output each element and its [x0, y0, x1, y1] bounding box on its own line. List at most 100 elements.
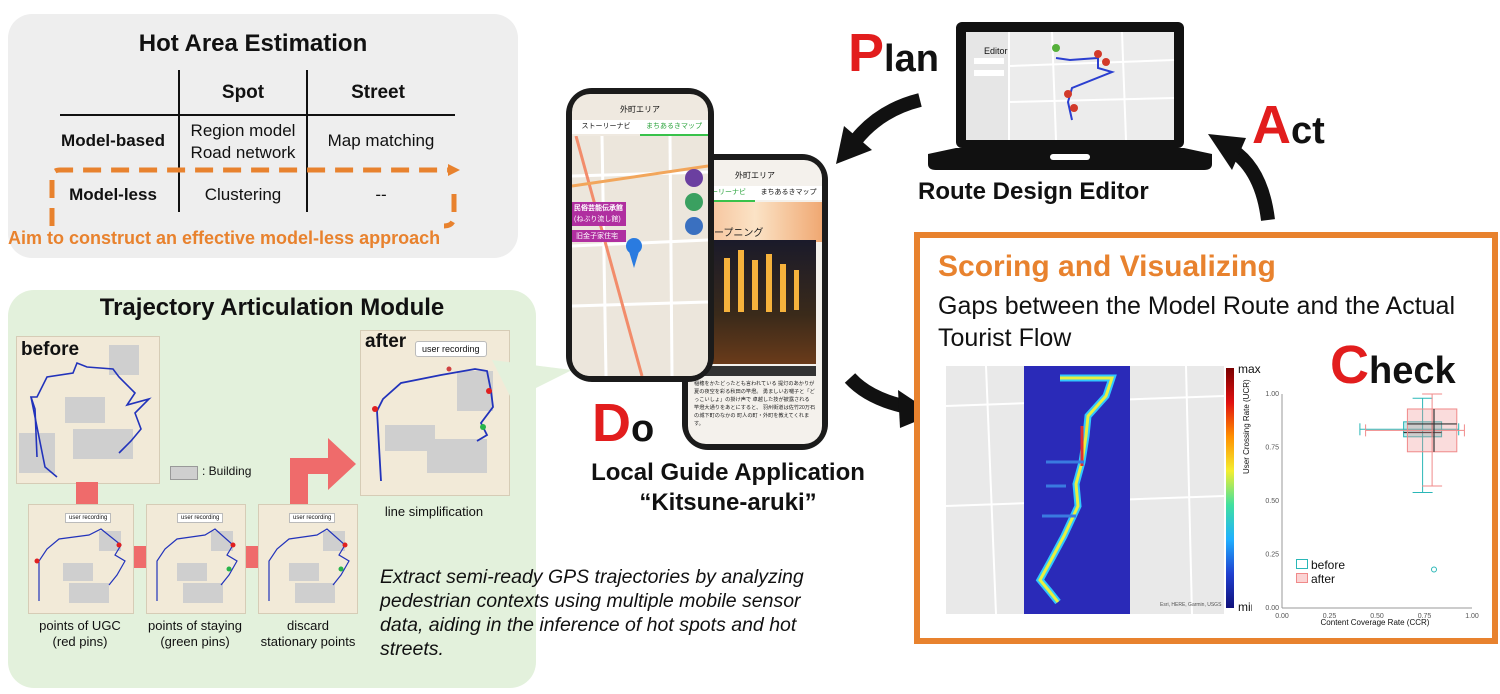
y-tick-label: 0.00: [1265, 605, 1279, 612]
step1-caption-line1: points of UGC: [39, 618, 121, 633]
do-label: Do: [592, 392, 654, 454]
series-before-outlier: [1431, 566, 1437, 573]
back-heading: オープニング: [704, 228, 764, 239]
trajectory-staying: [156, 528, 238, 601]
step1-caption: points of UGC (red pins): [18, 618, 142, 650]
back-tab-map[interactable]: まちあるきマップ: [755, 186, 822, 200]
staying-points-map: user recording: [146, 504, 246, 614]
x-tick-label: 0.25: [1323, 613, 1337, 620]
heatmap-map: Esri, HERE, Garmin, USGS: [945, 365, 1225, 615]
series-after-box: [1406, 408, 1458, 453]
heat-colorbar: [1226, 368, 1234, 608]
x-tick-label: 0.75: [1418, 613, 1432, 620]
check-rest: heck: [1369, 350, 1456, 392]
building-legend-swatch: [170, 466, 198, 480]
check-label: Check: [1330, 334, 1456, 396]
col-street: Street: [351, 82, 405, 103]
trajectory-raw: [29, 361, 152, 478]
lanterns-graphic: [724, 250, 799, 312]
front-phone-screen: 外町エリア ストーリーナビ まちあるきマップ 民俗芸能伝承館 (ねぶり流し館) …: [572, 94, 708, 376]
col-spot: Spot: [221, 82, 265, 103]
city-map[interactable]: [572, 136, 708, 376]
legend-after: after: [1296, 572, 1345, 586]
y-tick-label: 0.75: [1265, 445, 1279, 452]
flow-arrow-up: [290, 438, 356, 504]
aim-text: Aim to construct an effective model-less…: [8, 228, 441, 248]
audio-player[interactable]: [694, 366, 816, 376]
x-axis-label: Content Coverage Rate (CCR): [1320, 618, 1430, 627]
map-label-1[interactable]: 民俗芸能伝承館: [574, 205, 623, 212]
do-initial: D: [592, 393, 631, 453]
legend-after-label: after: [1311, 572, 1336, 586]
front-tab-story[interactable]: ストーリーナビ: [572, 120, 640, 134]
map-label-1b[interactable]: (ねぶり流し館): [574, 216, 621, 223]
flow-connector: [76, 482, 98, 504]
step2-caption-line2: (green pins): [160, 634, 230, 649]
building: [295, 583, 335, 603]
mb-street: Map matching: [327, 131, 435, 150]
plan-initial: P: [848, 23, 885, 83]
building-legend-label: : Building: [202, 464, 252, 478]
legend-before-label: before: [1311, 558, 1346, 572]
x-tick-label: 0.50: [1370, 613, 1384, 620]
callout-tail: [492, 360, 572, 400]
table-divider: [178, 70, 180, 212]
heatmap-graphic: [945, 365, 1225, 615]
building: [63, 563, 93, 581]
step1-caption-line2: (red pins): [52, 634, 108, 649]
trajectory-ugc: [34, 528, 126, 601]
building: [323, 531, 345, 551]
extract-description: Extract semi-ready GPS trajectories by a…: [380, 566, 804, 660]
front-phone-title: 外町エリア: [620, 105, 660, 114]
step3-caption-line1: discard: [287, 618, 329, 633]
mb-spot-1: Region model: [190, 121, 296, 140]
ml-spot: Clustering: [204, 185, 282, 204]
building: [99, 531, 121, 551]
back-phone-title: 外町エリア: [735, 171, 775, 180]
check-panel: Scoring and Visualizing Gaps between the…: [914, 232, 1498, 644]
row-model-based: Model-based: [61, 131, 165, 150]
flow-connector: [244, 546, 258, 568]
after-map: after user recording: [360, 330, 510, 496]
building: [289, 563, 319, 581]
before-map: before: [16, 336, 160, 484]
app-caption-line2: “Kitsune-aruki”: [639, 489, 817, 516]
plan-rest: lan: [884, 38, 939, 80]
front-tab-map[interactable]: まちあるきマップ: [640, 120, 708, 136]
back-body-text: 稲穂をかたどったとも言われている 提灯のあかりが夏の夜空を彩る秋田の竿燈。 勇ま…: [694, 381, 816, 427]
front-phone: 外町エリア ストーリーナビ まちあるきマップ 民俗芸能伝承館 (ねぶり流し館) …: [566, 88, 714, 382]
route-design-editor-caption: Route Design Editor: [918, 178, 1149, 205]
table-divider: [306, 70, 308, 212]
user-recording-label: user recording: [177, 513, 224, 523]
chart-legend: before after: [1296, 558, 1345, 586]
heat-max-label: max: [1238, 362, 1261, 376]
x-tick-label: 1.00: [1465, 613, 1479, 620]
model-less-highlight: [49, 164, 460, 229]
back-phone-screen: 外町エリア ストーリーナビ まちあるきマップ オープニング 稲穂をかたどったとも…: [688, 160, 822, 444]
step2-caption-line1: points of staying: [148, 618, 242, 633]
building: [183, 583, 223, 603]
y-axis-label: User Crossing Rate (UCR): [1242, 379, 1251, 474]
map-label-2[interactable]: 旧金子家住宅: [576, 233, 618, 240]
building: [211, 531, 233, 551]
row-model-less: Model-less: [69, 185, 157, 204]
building: [177, 563, 207, 581]
ugc-points-map: user recording: [28, 504, 134, 614]
user-recording-label: user recording: [289, 513, 336, 523]
building: [65, 397, 105, 423]
laptop-graphic: [928, 22, 1212, 170]
check-initial: C: [1330, 335, 1369, 395]
do-rest: o: [631, 408, 655, 450]
before-label: before: [21, 339, 80, 360]
trajectory-title: Trajectory Articulation Module: [99, 294, 445, 321]
after-label: after: [365, 331, 407, 352]
gaps-description: Gaps between the Model Route and the Act…: [938, 292, 1456, 352]
flow-connector: [132, 546, 146, 568]
app-caption-line1: Local Guide Application: [591, 459, 865, 486]
act-label: Act: [1252, 94, 1325, 156]
table-divider: [60, 114, 455, 116]
step3-caption: discard stationary points: [248, 618, 368, 650]
act-initial: A: [1252, 95, 1291, 155]
building: [69, 583, 109, 603]
